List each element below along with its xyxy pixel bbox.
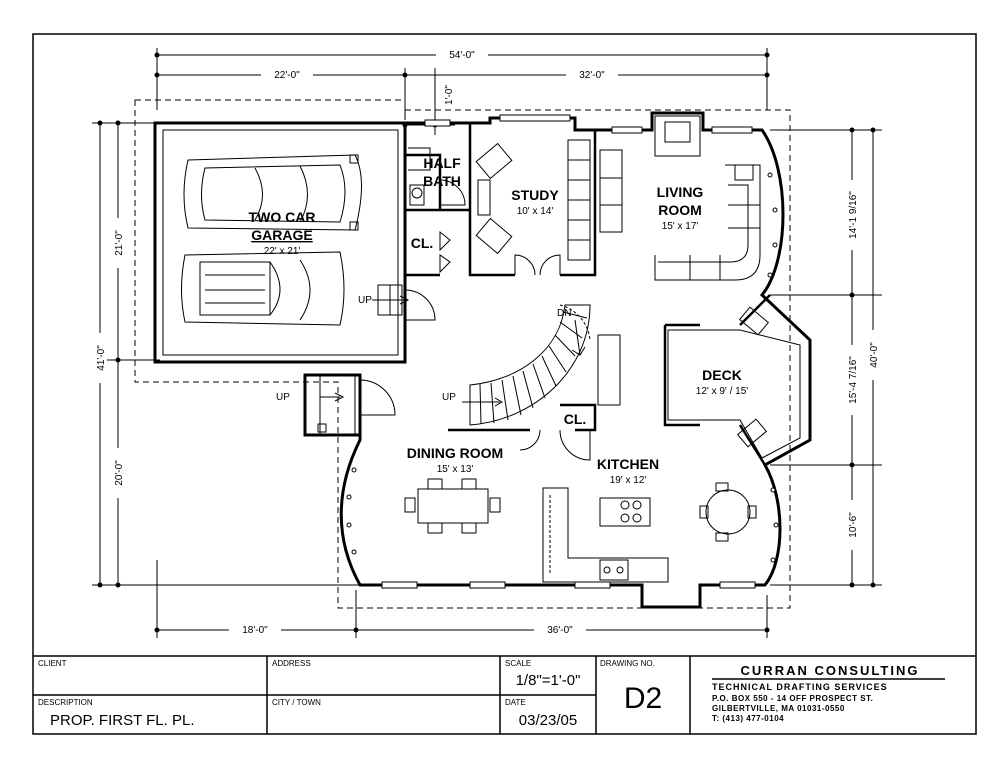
drawing-no-label: DRAWING NO. — [600, 659, 655, 668]
firm-tagline: TECHNICAL DRAFTING SERVICES — [712, 682, 888, 692]
walls — [153, 111, 812, 609]
stair-label-dn: DN — [557, 308, 571, 319]
date-label: DATE — [505, 698, 526, 707]
dim-bottom-right: 36'-0" — [547, 625, 573, 636]
dim-top-right: 32'-0" — [579, 70, 605, 81]
dim-right-middle: 15'-4 7/16" — [848, 356, 859, 404]
dim-left-overall: 41'-0" — [96, 345, 107, 371]
study-size: 10' x 14' — [517, 206, 554, 217]
dim-left-upper: 21'-0" — [114, 230, 125, 256]
sheet-border — [32, 33, 977, 735]
dimension-ticks — [97, 52, 876, 633]
garage-size: 22' x 21' — [264, 246, 301, 257]
deck-name: DECK — [702, 367, 742, 383]
stair-up-arrow — [462, 397, 504, 407]
title-block — [33, 655, 976, 734]
deck-size: 12' x 9' / 15' — [696, 386, 749, 397]
garage-name-line1: TWO CAR — [249, 209, 316, 225]
city-label: CITY / TOWN — [272, 698, 321, 707]
study-furniture — [475, 139, 591, 261]
dimension-lines — [92, 48, 882, 638]
entry-stoop — [304, 374, 356, 436]
living-furniture — [599, 149, 761, 281]
firm-name: CURRAN CONSULTING — [741, 663, 920, 678]
dining-table — [404, 478, 501, 534]
dining-name: DINING ROOM — [407, 445, 503, 461]
dining-size: 15' x 13' — [437, 464, 474, 475]
firm-phone: T: (413) 477-0104 — [712, 714, 784, 723]
garage-step — [372, 284, 410, 316]
stair-label-up-entry: UP — [276, 392, 290, 403]
living-size: 15' x 17' — [662, 221, 699, 232]
stair-label-up-garage: UP — [358, 295, 372, 306]
kitchen-fixtures — [542, 482, 757, 583]
half-bath-fixtures — [408, 147, 431, 206]
closet-upper-name: CL. — [411, 235, 434, 251]
car-upper — [183, 154, 362, 231]
kitchen-size: 19' x 12' — [610, 475, 647, 486]
closet-lower-name: CL. — [564, 411, 587, 427]
car-lower — [181, 251, 345, 326]
study-name: STUDY — [511, 187, 559, 203]
dim-bottom-left: 18'-0" — [242, 625, 268, 636]
kitchen-name: KITCHEN — [597, 456, 659, 472]
dim-top-overall: 54'-0" — [449, 50, 475, 61]
garage-name-line2: GARAGE — [251, 227, 312, 243]
description-value: PROP. FIRST FL. PL. — [50, 712, 195, 729]
client-label: CLIENT — [38, 659, 67, 668]
firm-address-2: GILBERTVILLE, MA 01031-0550 — [712, 704, 845, 713]
dim-right-overall: 40'-0" — [869, 342, 880, 368]
doors — [359, 179, 591, 461]
dim-right-upper: 14'-1 9/16" — [848, 191, 859, 239]
scale-value: 1/8"=1'-0" — [516, 672, 581, 689]
description-label: DESCRIPTION — [38, 698, 93, 707]
half-bath-name-line1: HALF — [423, 155, 461, 171]
staircase — [469, 304, 621, 426]
window-dots — [346, 172, 779, 563]
scale-label: SCALE — [505, 659, 531, 668]
dim-top-left: 22'-0" — [274, 70, 300, 81]
date-value: 03/23/05 — [519, 712, 577, 729]
address-label: ADDRESS — [272, 659, 311, 668]
half-bath-name-line2: BATH — [423, 173, 461, 189]
drawing-no-value: D2 — [624, 682, 662, 715]
dim-left-lower: 20'-0" — [114, 460, 125, 486]
firm-address-1: P.O. BOX 550 - 14 OFF PROSPECT ST. — [712, 694, 873, 703]
dim-right-lower: 10'-6" — [848, 512, 859, 538]
living-name-line1: LIVING — [657, 184, 704, 200]
deck-chairs — [736, 306, 770, 448]
windows — [381, 114, 756, 589]
living-name-line2: ROOM — [658, 202, 702, 218]
stair-label-up-main: UP — [442, 392, 456, 403]
dim-top-small: 1'-0" — [444, 85, 455, 105]
roof-outline — [134, 99, 791, 609]
fireplace — [654, 115, 701, 157]
deck-railing — [667, 329, 801, 459]
